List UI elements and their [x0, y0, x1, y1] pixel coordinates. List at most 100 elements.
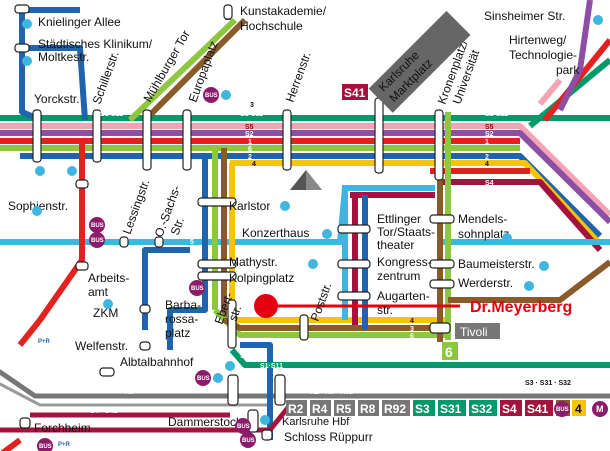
station-baumeisterstr: Baumeisterstr. — [458, 257, 535, 271]
station-kongress-line2: zentrum — [377, 269, 420, 283]
label-s1s11-east: S1·S11 — [485, 111, 508, 118]
line-labels: S1·S11 S1·S11 S1·S11 S5 S5 S2 S2 1 1 6 2… — [90, 102, 571, 415]
tram-stop-icon — [35, 166, 45, 176]
svg-text:R2: R2 — [288, 402, 304, 416]
station-augarten-line1: Augarten- — [377, 289, 430, 303]
station-ebertstr-line2: str. — [226, 303, 245, 323]
svg-text:S3: S3 — [415, 402, 430, 416]
railway-lines — [0, 369, 610, 407]
svg-text:S32: S32 — [471, 402, 493, 416]
bus-icon: BUS — [89, 217, 105, 233]
tram-stop-icon — [67, 166, 77, 176]
hbf-line-badges: R2 R4 R5 R8 R92 S3 S31 S32 S4 S41 3 4 — [286, 400, 586, 416]
station-o-sachs-line2: Str. — [168, 215, 187, 237]
label-2: 2 — [248, 154, 252, 161]
station-labels: Knielinger Allee Städtisches Klinikum/ M… — [8, 4, 580, 444]
station-klinikum-line2: Moltkestr. — [38, 50, 89, 64]
svg-text:R8: R8 — [360, 402, 376, 416]
pyramid-icon — [290, 170, 322, 190]
tram-stop-icon — [260, 415, 270, 425]
station-schillerstr: Schillerstr. — [90, 49, 122, 106]
bus-icon: BUS — [554, 401, 570, 417]
label-2-east: 2 — [485, 154, 489, 161]
svg-text:S41: S41 — [344, 86, 366, 100]
tivoli-label: Tivoli — [455, 323, 500, 339]
station-konzerthaus: Konzerthaus — [242, 226, 309, 240]
station-arbeitsamt-line1: Arbeits- — [88, 271, 129, 285]
label-r8: R8 — [125, 389, 134, 396]
station-kongress-line1: Kongress- — [377, 255, 432, 269]
station-lessingstr: Lessingstr. — [120, 177, 153, 236]
station-albtalbahnhof: Albtalbahnhof — [120, 355, 194, 369]
tram-stop-icon — [539, 261, 549, 271]
svg-text:4: 4 — [575, 402, 582, 416]
station-ettlinger-line2: Tor/Staats- — [377, 225, 435, 239]
label-s5: S5 — [245, 124, 254, 131]
bus-icon: BUS — [240, 432, 256, 448]
station-mendelssohn-line2: sohnplatz — [458, 227, 509, 241]
label-s4-east: S4 — [485, 180, 494, 187]
svg-text:S31: S31 — [440, 402, 462, 416]
station-kunstakademie-line1: Kunstakademie/ — [240, 4, 327, 18]
station-forchheim: Forchheim — [34, 421, 91, 435]
label-s1s11-south: S1·S11 — [260, 363, 283, 370]
label-s4s41-west: S4 · S41 — [90, 408, 117, 415]
svg-text:BUS: BUS — [242, 438, 255, 444]
label-s2-east: S2 — [485, 131, 494, 138]
svg-text:R92: R92 — [384, 402, 406, 416]
svg-text:BUS: BUS — [237, 424, 250, 430]
station-hirtenweg-line3: park — [556, 63, 580, 77]
station-knielinger-allee: Knielinger Allee — [38, 15, 121, 29]
station-poststr: Poststr. — [308, 281, 335, 323]
svg-text:R4: R4 — [312, 402, 328, 416]
pr-badges: P+R P+R — [38, 336, 72, 448]
tram-stop-icon — [593, 15, 603, 25]
label-6: 6 — [248, 146, 252, 153]
label-s2: S2 — [245, 131, 254, 138]
south-lines — [0, 112, 610, 440]
label-s5-east: S5 — [485, 124, 494, 131]
svg-text:M: M — [596, 404, 604, 414]
tram-stop-icon — [213, 373, 223, 383]
svg-text:BUS: BUS — [191, 286, 204, 292]
svg-text:BUS: BUS — [39, 444, 52, 450]
station-klinikum-line1: Städtisches Klinikum/ — [38, 37, 153, 51]
station-sinsheimer: Sinsheimer Str. — [484, 9, 565, 23]
tram-stop-icon — [22, 56, 32, 66]
tram-stop-icon — [280, 201, 290, 211]
station-schloss-rueppurr: Schloss Rüppurr — [284, 430, 373, 444]
s41-badge: S41 — [342, 84, 368, 100]
label-s1s11: S1·S11 — [240, 111, 263, 118]
station-kunstakademie-line2: Hochschule — [240, 19, 303, 33]
svg-text:S41: S41 — [527, 402, 549, 416]
svg-text:BUS: BUS — [91, 223, 104, 229]
park-and-ride-icon: P+R — [58, 439, 72, 448]
label-1-east: 1 — [485, 139, 489, 146]
bus-badges: BUS BUS BUS BUS BUS BUS BUS BUS BUS M — [37, 87, 608, 451]
bus-icon: BUS — [189, 280, 205, 296]
label-3-north: 3 — [250, 102, 254, 109]
svg-text:P+R: P+R — [58, 442, 71, 448]
label-r2r5r92: R2 · R5 · R92 — [310, 389, 353, 396]
station-hirtenweg-line1: Hirtenweg/ — [509, 33, 567, 47]
label-s4s41: S4 · S41 — [240, 353, 267, 360]
station-mendelssohn-line1: Mendels- — [458, 212, 507, 226]
tram-stop-icon — [225, 361, 235, 371]
station-sophienstr: Sophienstr. — [8, 199, 68, 213]
station-tivoli: Tivoli — [460, 325, 488, 339]
station-ettlinger-line3: theater — [377, 238, 414, 252]
svg-text:BUS: BUS — [205, 93, 218, 99]
label-3-south: 3 — [410, 326, 414, 333]
tram-stop-icon — [524, 281, 534, 291]
svg-text:BUS: BUS — [197, 376, 210, 382]
station-karlsruhe-hbf: Karlsruhe Hbf — [282, 416, 350, 428]
station-barbarossa-line3: platz — [165, 326, 190, 340]
meyerberg-highlight — [254, 294, 460, 318]
svg-text:S4: S4 — [502, 402, 517, 416]
svg-text:6: 6 — [445, 344, 453, 360]
label-4: 4 — [252, 161, 256, 168]
tram-stop-icon — [221, 90, 231, 100]
station-arbeitsamt-line2: amt — [88, 285, 109, 299]
